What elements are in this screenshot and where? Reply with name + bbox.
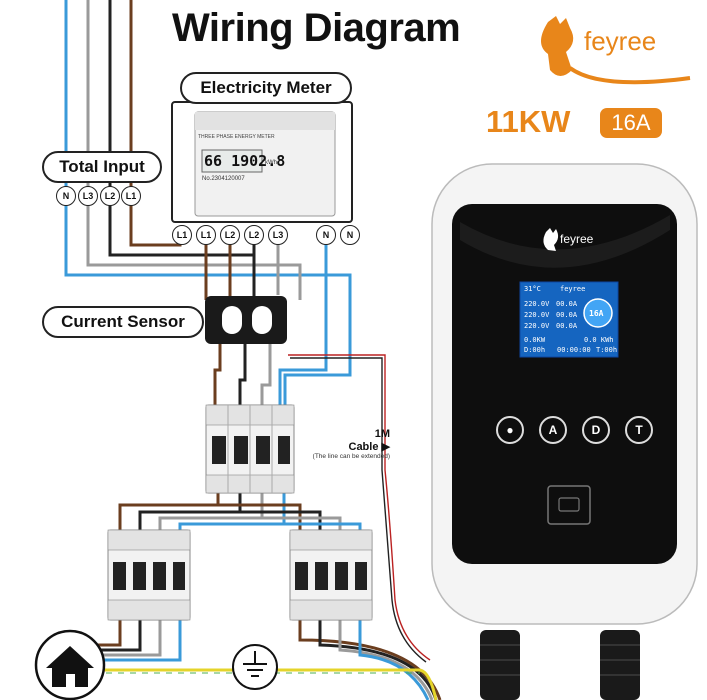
ev-charger-device: [431, 163, 698, 700]
power-rating: 11KW: [486, 104, 571, 139]
screen-row-voltage: 220.0V: [524, 322, 550, 330]
meter-terminal: L2: [244, 225, 264, 245]
screen-timer: T:00h: [596, 346, 618, 354]
ground-icon: [232, 644, 278, 690]
meter-serial: No.2304120007: [202, 176, 245, 182]
meter-terminal: L3: [268, 225, 288, 245]
charger-button-t[interactable]: T: [625, 416, 653, 444]
screen-row-current: 00.0A: [556, 300, 578, 308]
meter-terminal: L2: [220, 225, 240, 245]
input-terminal-l1: L1: [121, 186, 141, 206]
electricity-meter-label: Electricity Meter: [180, 72, 352, 104]
house-breaker: [107, 529, 191, 621]
cable-label: 1M Cable ▶ (The line can be extended): [300, 428, 390, 460]
house-icon: [34, 629, 106, 700]
screen-energy: 0.0 KWh: [584, 336, 614, 344]
meter-reading: 66 1902.8: [204, 152, 286, 170]
screen-row-voltage: 220.0V: [524, 300, 550, 308]
meter-terminal: L1: [196, 225, 216, 245]
arrow-right-icon: ▶: [381, 441, 390, 453]
screen-row-voltage: 220.0V: [524, 311, 550, 319]
cable-word: Cable ▶: [348, 441, 391, 453]
screen-temp: 31°C: [524, 285, 541, 293]
screen-brand: feyree: [560, 285, 586, 293]
meter-terminal: L1: [172, 225, 192, 245]
meter-unit: kWh: [265, 160, 277, 166]
feyree-logo-mark: [541, 16, 691, 85]
page-title: Wiring Diagram: [172, 6, 461, 50]
current-sensor-label: Current Sensor: [42, 306, 204, 338]
charger-brand-text: feyree: [560, 232, 594, 246]
screen-row-current: 00.0A: [556, 322, 578, 330]
main-breaker: [205, 404, 295, 494]
meter-terminal: N: [340, 225, 360, 245]
screen-duration: D:00h: [524, 346, 546, 354]
cable-note: (The line can be extended): [312, 453, 390, 460]
screen-clock: 00:00:00: [557, 346, 591, 354]
input-terminal-n: N: [56, 186, 76, 206]
input-terminal-l2: L2: [100, 186, 120, 206]
signal-cable: [288, 354, 431, 663]
screen-power: 0.0KW: [524, 336, 546, 344]
total-input-label: Total Input: [42, 151, 162, 183]
charger-logo-icon: [543, 228, 559, 251]
input-terminal-l3: L3: [78, 186, 98, 206]
screen-row-current: 00.0A: [556, 311, 578, 319]
screen-gauge: 16A: [589, 309, 604, 318]
current-rating-badge: 16A: [600, 108, 662, 138]
current-sensor-clamp: [205, 296, 287, 344]
cable-length: 1M: [374, 428, 390, 440]
charger-button-power[interactable]: ●: [496, 416, 524, 444]
charger-button-a[interactable]: A: [539, 416, 567, 444]
charger-button-d[interactable]: D: [582, 416, 610, 444]
electricity-meter-device: [171, 101, 353, 223]
brand-name: feyree: [584, 26, 657, 56]
meter-header: THREE PHASE ENERGY METER: [198, 134, 275, 140]
meter-terminal: N: [316, 225, 336, 245]
distribution-wires: [118, 492, 362, 530]
charger-breaker: [289, 529, 373, 621]
